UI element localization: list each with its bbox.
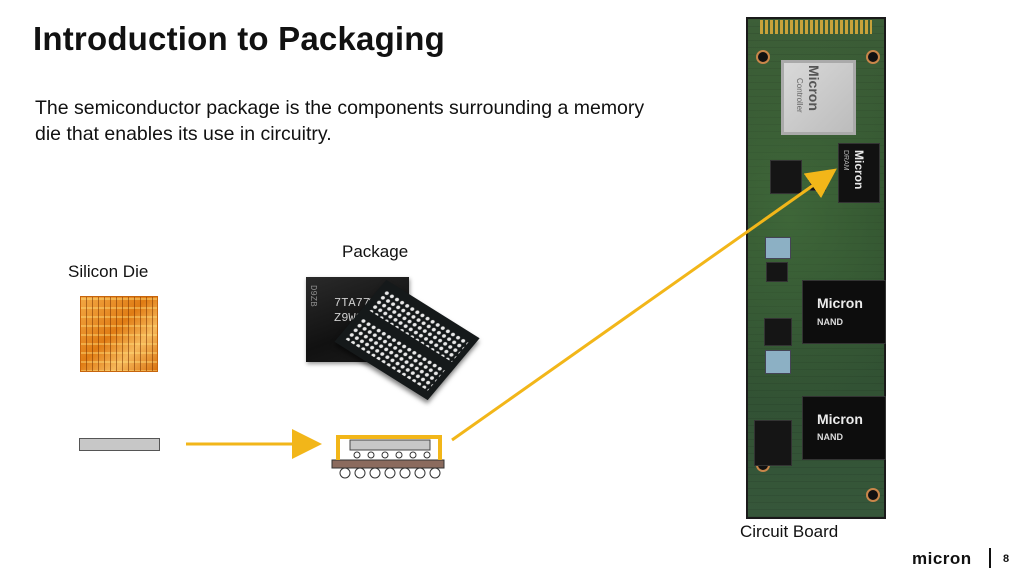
package-label: Package — [342, 242, 409, 261]
board-component — [766, 262, 788, 282]
board-mount-hole — [866, 50, 880, 64]
board-component — [770, 160, 802, 194]
board-component — [764, 318, 792, 346]
package-solder-balls — [339, 467, 441, 479]
nand-chip-1-label: NAND — [817, 317, 843, 327]
nand-chip-1 — [802, 280, 886, 344]
page-number: 8 — [1003, 553, 1010, 565]
board-component — [765, 350, 791, 374]
controller-brand: Micron — [806, 65, 822, 111]
board-component — [754, 420, 792, 466]
board-mount-hole — [756, 50, 770, 64]
board-edge-connector — [760, 20, 872, 34]
dram-brand: Micron — [852, 150, 866, 190]
nand-chip-2-label: NAND — [817, 432, 843, 442]
micron-logo: micron — [912, 549, 972, 568]
dram-label: DRAM — [842, 150, 849, 171]
nand-chip-2-brand: Micron — [817, 411, 863, 427]
package-die — [349, 439, 431, 451]
silicon-die-photo — [80, 296, 158, 372]
controller-chip — [781, 60, 856, 135]
footer-separator — [989, 548, 991, 568]
silicon-die-label: Silicon Die — [68, 262, 149, 281]
circuit-board-label: Circuit Board — [740, 522, 839, 541]
package-bumps — [353, 451, 431, 459]
controller-label: Controller — [795, 78, 804, 113]
board-component — [765, 237, 791, 259]
dram-chip — [838, 143, 880, 203]
slide-body-text: The semiconductor package is the compone… — [35, 97, 645, 145]
package-substrate — [331, 459, 445, 469]
board-mount-hole — [866, 488, 880, 502]
slide-title: Introduction to Packaging — [33, 20, 446, 57]
package-chip-marking-line1: 7TA77 — [334, 296, 371, 310]
nand-chip-1-brand: Micron — [817, 295, 863, 311]
silicon-die-cross-section — [79, 438, 160, 451]
package-mold-outline — [336, 435, 442, 460]
nand-chip-2 — [802, 396, 886, 460]
package-to-board-arrow — [451, 168, 837, 442]
package-chip-side-marking: D9ZB — [308, 285, 318, 307]
package-cross-section — [331, 435, 445, 479]
